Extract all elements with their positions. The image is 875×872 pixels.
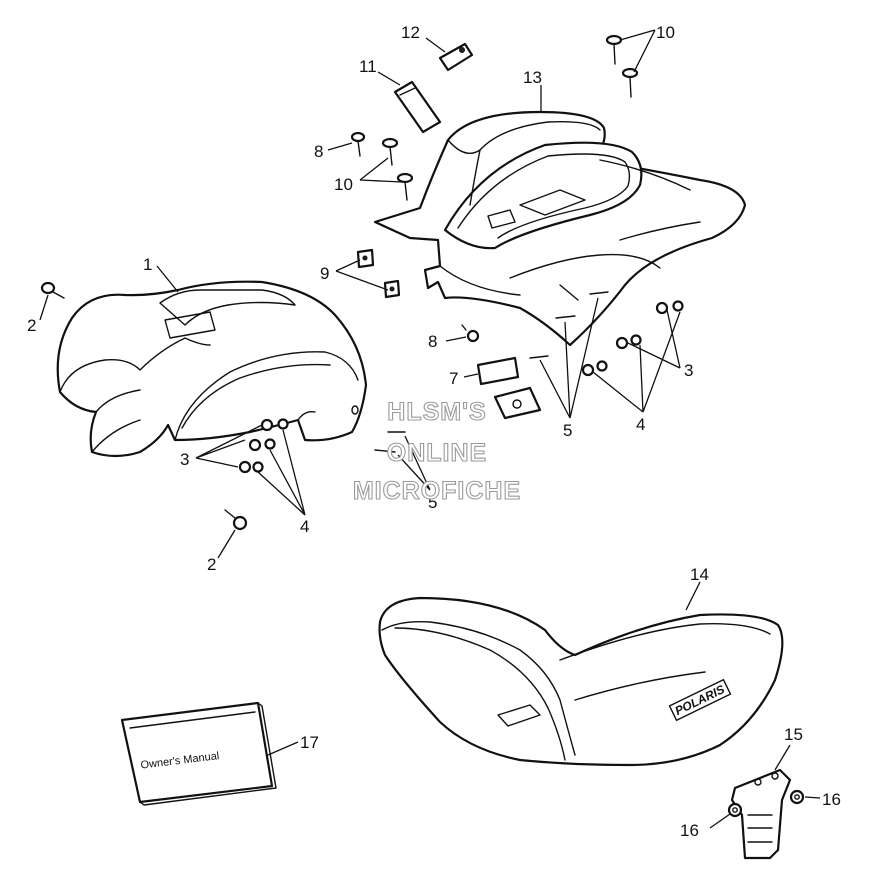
screw-5-right-c [589, 291, 609, 295]
callout-3-right: 3 [684, 361, 693, 380]
bolt-lower-8 [461, 324, 480, 343]
screw-5-left-a [374, 449, 396, 453]
callout-14: 14 [690, 565, 709, 584]
callout-labels: 1 2 2 3 3 4 4 5 5 7 8 8 9 10 10 11 12 13… [27, 23, 841, 840]
clip-lower [383, 279, 401, 299]
bolt-right-lower [621, 67, 639, 98]
callout-5-right: 5 [563, 421, 572, 440]
nut-bracket-right [789, 789, 805, 805]
latch-lower [393, 80, 442, 134]
callout-15: 15 [784, 725, 803, 744]
watermark-line-1: HLSM'S [387, 398, 486, 426]
callout-1: 1 [143, 255, 152, 274]
bolt-upper-8 [350, 131, 366, 157]
callout-17: 17 [300, 733, 319, 752]
nuts-left [252, 418, 289, 473]
screw-5-right-a [529, 355, 549, 359]
callout-16-right: 16 [822, 790, 841, 809]
callout-10-right: 10 [656, 23, 675, 42]
callout-5-left: 5 [428, 493, 437, 512]
leader-lines [39, 29, 821, 829]
screw-5-right-b [555, 315, 576, 319]
seat: POLARIS [378, 596, 784, 767]
screw-left-bottom [224, 509, 248, 531]
watermark-line-3: MICROFICHE [353, 477, 521, 505]
callout-11: 11 [359, 57, 377, 76]
watermark: HLSM'S ONLINE MICROFICHE [352, 397, 521, 505]
bolt-right-upper [605, 34, 623, 65]
front-fender [56, 280, 368, 458]
latch-upper [438, 42, 474, 72]
bolt-left-upper [381, 137, 399, 166]
callout-8-upper: 8 [314, 142, 323, 161]
callout-12: 12 [401, 23, 420, 42]
callout-9: 9 [320, 264, 329, 283]
nut-bracket-left [727, 802, 743, 818]
callout-4-left: 4 [300, 517, 309, 536]
callout-2-top: 2 [27, 316, 36, 335]
nuts-right [596, 300, 684, 372]
bolt-left-lower [396, 172, 414, 201]
rear-fender [373, 110, 747, 347]
callout-16-left: 16 [680, 821, 699, 840]
owners-manual: Owner's Manual [120, 701, 277, 806]
washers-right [581, 301, 669, 377]
callout-2-bottom: 2 [207, 555, 216, 574]
clip-upper [356, 248, 375, 269]
callout-8-lower: 8 [428, 332, 437, 351]
callout-3-left: 3 [180, 450, 189, 469]
reflector [476, 356, 520, 386]
watermark-line-2: ONLINE [387, 439, 487, 467]
callout-13: 13 [523, 68, 542, 87]
reflector-plate [493, 386, 542, 420]
callout-4-right: 4 [636, 415, 645, 434]
callout-10-left: 10 [334, 175, 353, 194]
callout-7: 7 [449, 369, 458, 388]
seat-bracket [730, 768, 792, 860]
screw-left-top [40, 281, 65, 299]
